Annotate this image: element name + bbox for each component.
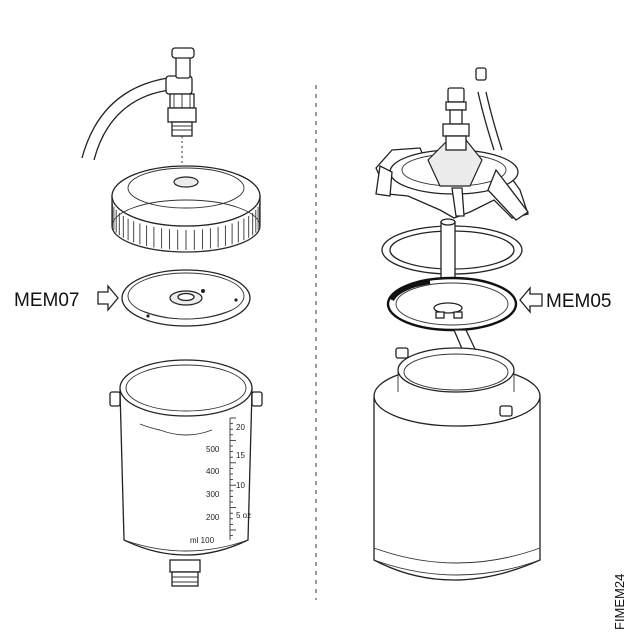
- left-assembly: 500 400 300 200 ml 100 20 15 10 5 oz MEM…: [14, 47, 263, 587]
- dip-tube-small: [477, 91, 503, 151]
- mem05-arrow: [519, 286, 543, 314]
- scale-500: 500: [206, 445, 220, 454]
- air-hose: [81, 77, 171, 161]
- pressure-pot: [373, 347, 541, 581]
- scale-300: 300: [206, 490, 220, 499]
- mem07-label: MEM07: [14, 290, 79, 311]
- mem05-label: MEM05: [546, 291, 611, 312]
- scale-oz-10: 10: [236, 481, 245, 490]
- hose-fitting: [165, 47, 197, 178]
- scale-100: ml 100: [190, 536, 215, 545]
- cup-lid: [111, 165, 261, 253]
- mem05-seal: [386, 276, 518, 332]
- scale-200: 200: [206, 513, 220, 522]
- mem07-seal: [121, 269, 251, 327]
- scale-oz-20: 20: [236, 423, 245, 432]
- lid-knurl: [111, 200, 261, 250]
- scale-oz-15: 15: [236, 451, 245, 460]
- valve-stem: [442, 67, 487, 137]
- right-assembly: MEM05: [373, 67, 611, 581]
- scale-oz-5: 5 oz: [236, 511, 251, 520]
- cup-scale: [229, 417, 236, 540]
- mem07-arrow: [97, 284, 119, 312]
- paint-cup: 500 400 300 200 ml 100 20 15 10 5 oz: [109, 359, 263, 587]
- scale-400: 400: [206, 467, 220, 476]
- pressure-lid: [375, 135, 529, 221]
- figure-code: FIMEM24: [612, 574, 627, 630]
